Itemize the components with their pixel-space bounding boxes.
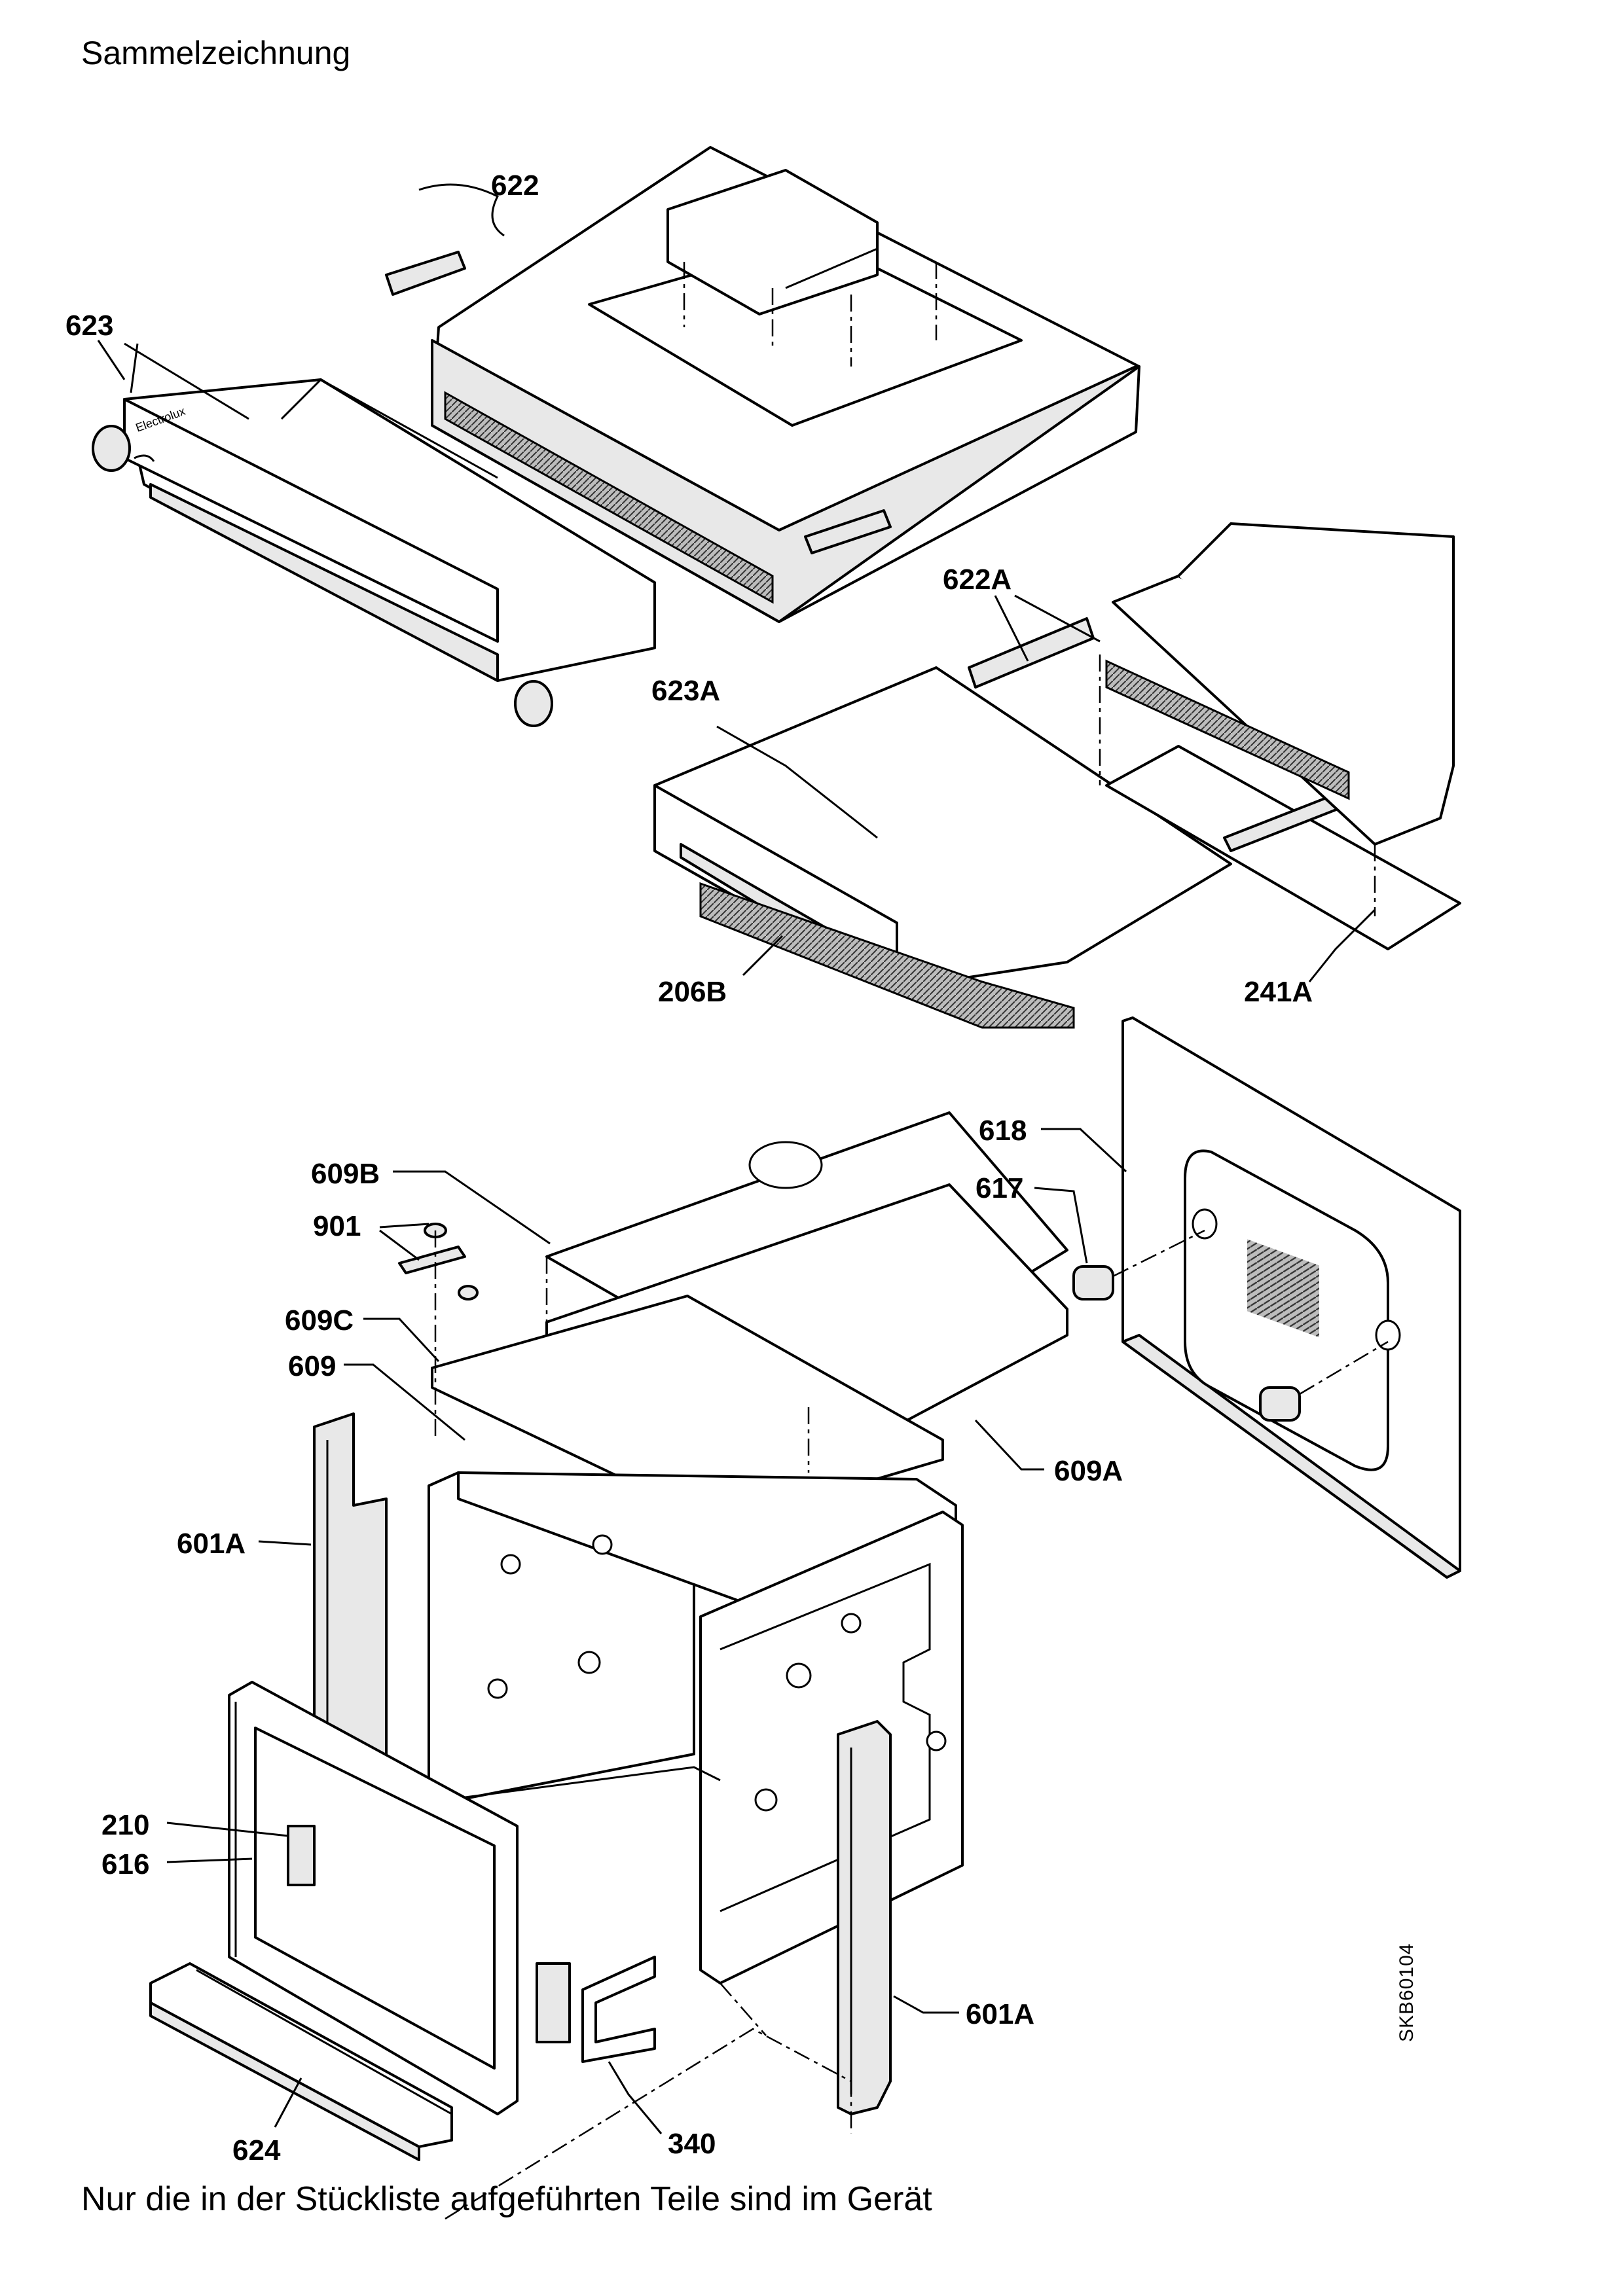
- label-623: 623: [65, 310, 113, 342]
- top-cover-assembly: [431, 146, 1140, 623]
- oven-cavity-body: [428, 1471, 964, 1984]
- label-618: 618: [979, 1115, 1027, 1147]
- bottom-trim-624: [149, 1962, 453, 2161]
- leader-618: [1041, 1128, 1127, 1173]
- label-622A: 622A: [943, 564, 1012, 596]
- front-rail-623: Electrolux: [92, 378, 656, 727]
- leader-623A: [716, 725, 878, 839]
- deflector-340: [581, 1956, 656, 2063]
- leader-210: [166, 1821, 289, 1837]
- leader-609A: [974, 1419, 1044, 1471]
- label-617: 617: [976, 1172, 1023, 1204]
- leader-609: [344, 1363, 465, 1441]
- leader-609B: [393, 1170, 551, 1245]
- leader-616: [166, 1857, 253, 1863]
- leader-622A: [994, 594, 1101, 662]
- label-901: 901: [313, 1210, 361, 1242]
- label-609C: 609C: [285, 1304, 354, 1336]
- cooling-fan-617: [1072, 1229, 1389, 1422]
- label-616: 616: [101, 1848, 149, 1880]
- leader-624: [274, 2077, 302, 2128]
- control-panel-assembly: [653, 522, 1461, 1029]
- label-609B: 609B: [311, 1158, 380, 1190]
- hinge-bracket-622: [385, 183, 892, 554]
- leader-623: [97, 340, 249, 420]
- leader-340: [608, 2061, 663, 2134]
- oven-door-inner-618: [1122, 1016, 1461, 1579]
- label-241A: 241A: [1244, 976, 1313, 1008]
- leader-617: [1034, 1187, 1088, 1264]
- knob-holder-left: [92, 425, 131, 472]
- label-623A: 623A: [651, 675, 720, 707]
- label-622: 622: [491, 170, 539, 202]
- leader-601A-left: [258, 1540, 312, 1546]
- label-609: 609: [288, 1350, 336, 1382]
- label-601A-right: 601A: [966, 1998, 1034, 2030]
- leader-206B: [742, 935, 784, 977]
- drawing-code: SKB60104: [1396, 1943, 1417, 2042]
- label-206B: 206B: [658, 976, 727, 1008]
- knob-holder-right: [514, 680, 553, 727]
- label-624: 624: [232, 2134, 281, 2166]
- label-601A-left: 601A: [177, 1528, 246, 1560]
- label-340: 340: [668, 2128, 716, 2160]
- leader-601A-right: [893, 1995, 959, 2014]
- leader-901: [379, 1223, 429, 1261]
- leader-609C: [363, 1318, 440, 1363]
- page-title: Sammelzeichnung: [81, 35, 351, 71]
- label-210: 210: [101, 1809, 149, 1841]
- leader-241A: [1308, 908, 1376, 982]
- screws-901: [398, 1223, 479, 1440]
- footer-note: Nur die in der Stückliste aufgeführten T…: [81, 2180, 932, 2218]
- side-runner-601A-right: [837, 1720, 892, 2115]
- label-609A: 609A: [1054, 1455, 1123, 1487]
